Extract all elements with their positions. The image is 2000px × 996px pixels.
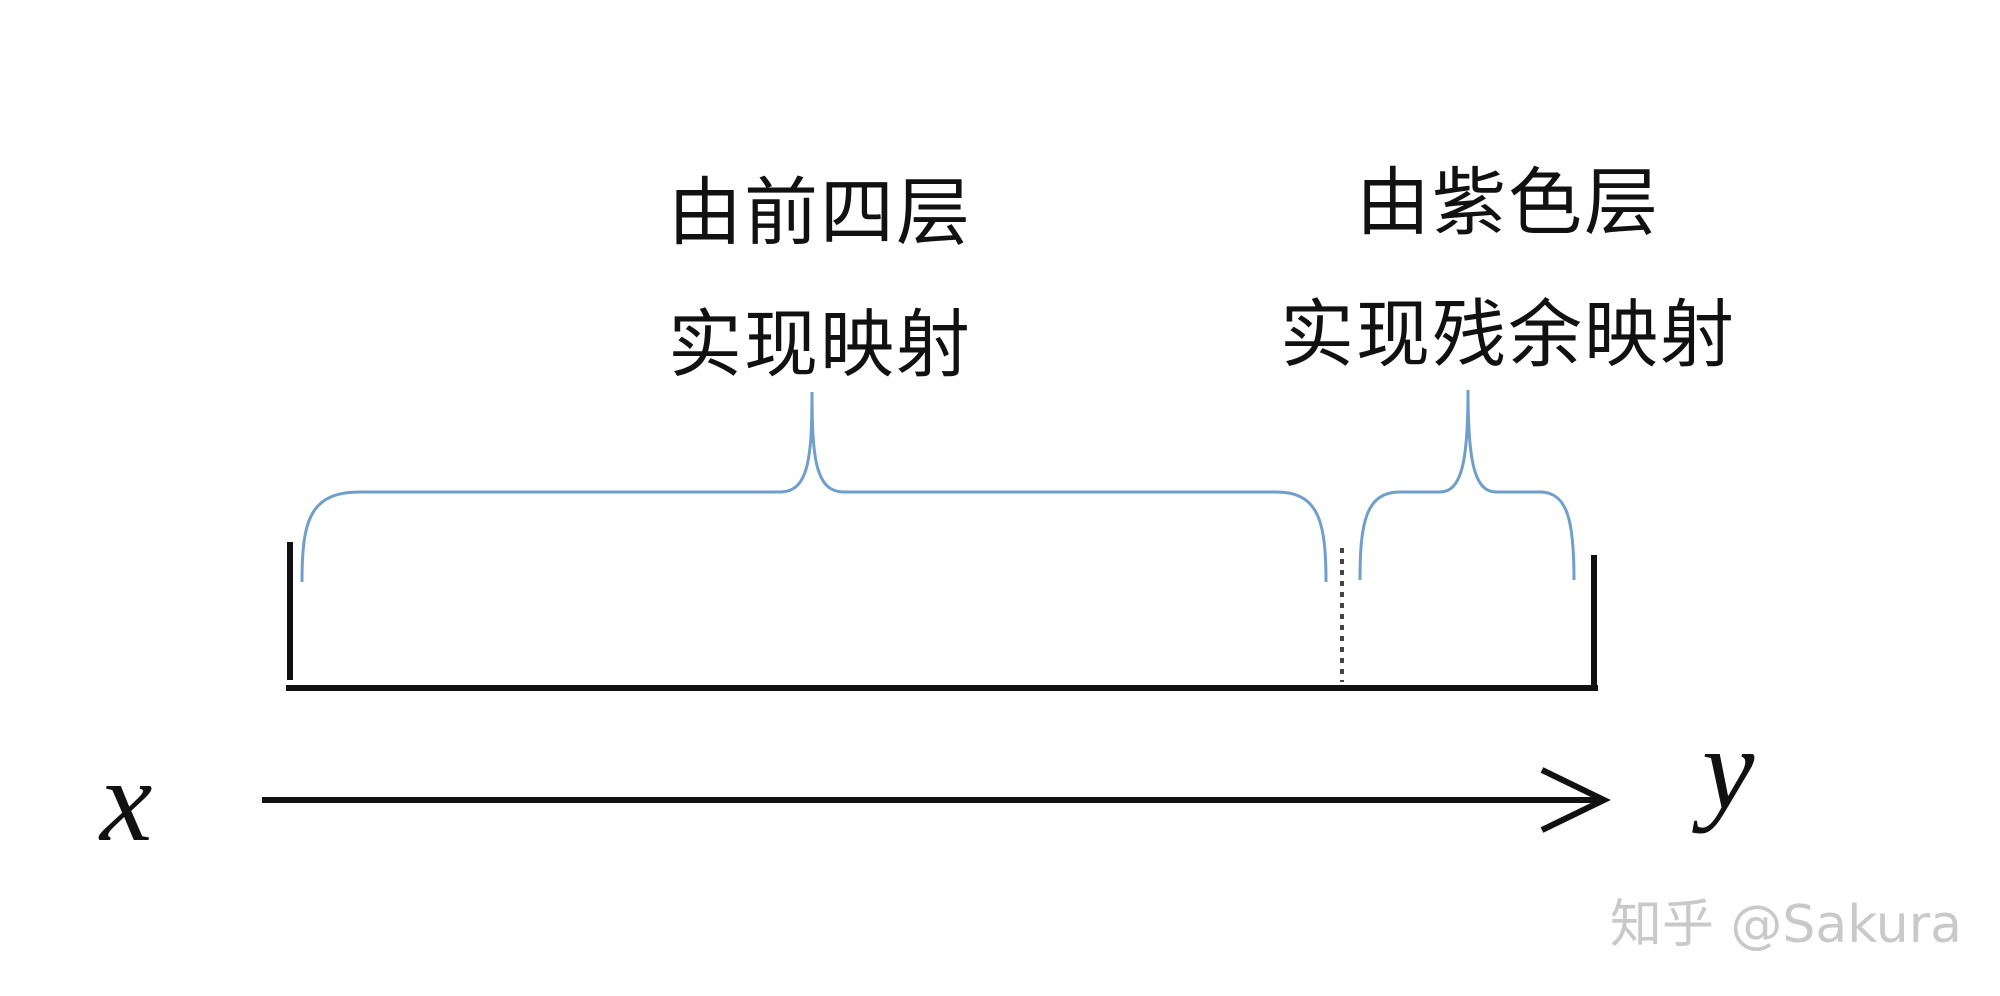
input-variable: x [98, 735, 152, 866]
output-variable: y [1692, 703, 1755, 834]
left-label-line1: 由前四层 [668, 170, 972, 256]
right-brace [1358, 389, 1576, 581]
arrowhead-icon [1540, 767, 1611, 833]
watermark: 知乎 @Sakura [1610, 895, 1962, 955]
right-label-line2: 实现残余映射 [1280, 292, 1736, 378]
right-label-line1: 由紫色层 [1356, 160, 1660, 246]
left-label-line2: 实现映射 [668, 302, 972, 388]
left-brace [300, 391, 1328, 583]
